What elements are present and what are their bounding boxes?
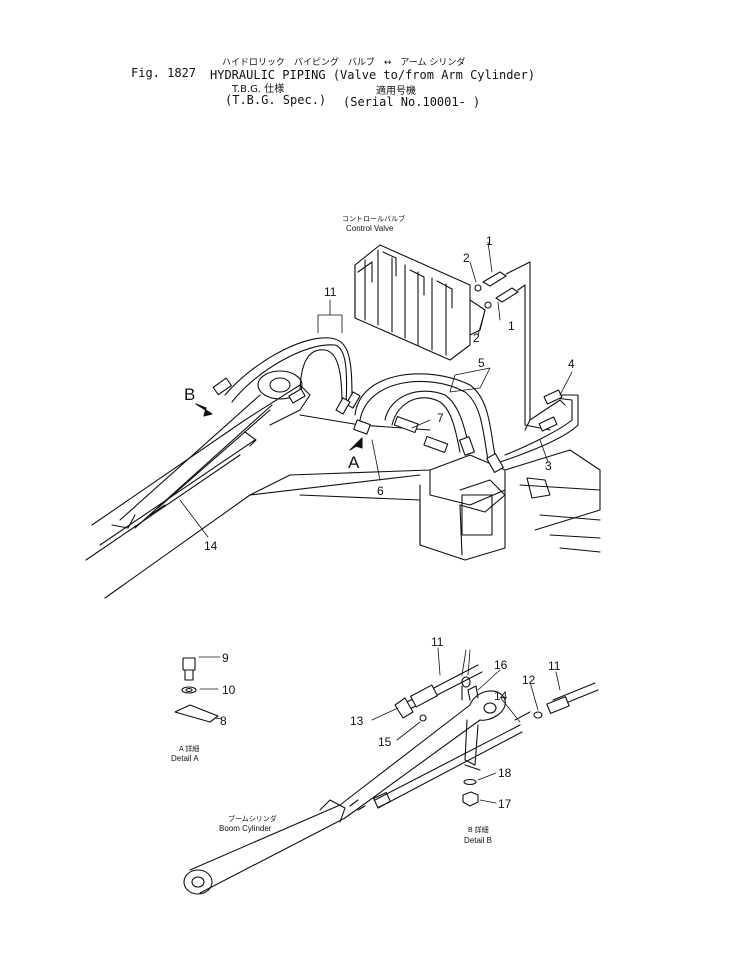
callout-14a: 14 [204, 539, 218, 553]
frame-bracket [299, 449, 601, 561]
leader-lines-upper [179, 241, 573, 538]
callout-11c: 11 [548, 659, 561, 673]
callout-16: 16 [494, 658, 508, 672]
title-japanese: ハイドロリック パイピング バルブ ↔ アーム シリンダ [222, 58, 466, 68]
callout-3: 3 [545, 459, 552, 473]
callout-18: 18 [498, 766, 512, 780]
callout-14b: 14 [494, 689, 508, 703]
callout-4: 4 [568, 357, 575, 371]
callout-2a: 2 [463, 251, 470, 265]
serial-japanese: 適用号機 [376, 86, 416, 97]
control-valve-label: Control Valve [346, 224, 394, 233]
spec-japanese: T.B.G. 仕様 [232, 84, 285, 95]
callout-6: 6 [377, 484, 384, 498]
detail-b [183, 647, 599, 895]
callout-1b: 1 [508, 319, 515, 333]
callout-13: 13 [350, 714, 364, 728]
callout-5: 5 [478, 356, 485, 370]
callout-7: 7 [437, 411, 444, 425]
boom-cylinder-label-jp: ブームシリンダ [228, 816, 277, 823]
control-valve-label-jp: コントロールバルブ [342, 216, 405, 223]
detail-b-label-jp: B 詳細 [468, 827, 489, 834]
callout-8: 8 [220, 714, 227, 728]
valve-fittings [474, 261, 566, 431]
view-letters: B A [184, 385, 360, 472]
callout-2b: 2 [473, 331, 480, 345]
detail-a [174, 656, 223, 723]
figure-number: Fig. 1827 [131, 66, 197, 80]
callout-9: 9 [222, 651, 229, 665]
callout-1a: 1 [486, 234, 493, 248]
callout-numbers: 1 2 2 1 11 5 4 7 3 6 14 9 10 8 11 16 11 … [204, 234, 575, 811]
boom-structure [85, 370, 431, 599]
callout-11b: 11 [431, 635, 444, 649]
control-valve [354, 244, 486, 361]
hoses [224, 337, 579, 463]
view-letter-a: A [348, 453, 360, 472]
view-arrows [195, 403, 363, 451]
callout-15: 15 [378, 735, 392, 749]
detail-a-label: Detail A [171, 754, 199, 763]
title-english: HYDRAULIC PIPING (Valve to/from Arm Cyli… [210, 68, 536, 82]
detail-b-label: Detail B [464, 836, 493, 845]
callout-10: 10 [222, 683, 236, 697]
callout-11a: 11 [324, 285, 337, 299]
callout-17: 17 [498, 797, 512, 811]
serial-english: (Serial No.10001- ) [343, 95, 481, 109]
view-letter-b: B [184, 385, 195, 404]
boom-cylinder-label: Boom Cylinder [219, 824, 272, 833]
callout-12: 12 [522, 673, 536, 687]
detail-a-label-jp: A 詳細 [179, 746, 200, 753]
hose-fittings [212, 377, 563, 473]
spec-english: (T.B.G. Spec.) [225, 93, 327, 107]
